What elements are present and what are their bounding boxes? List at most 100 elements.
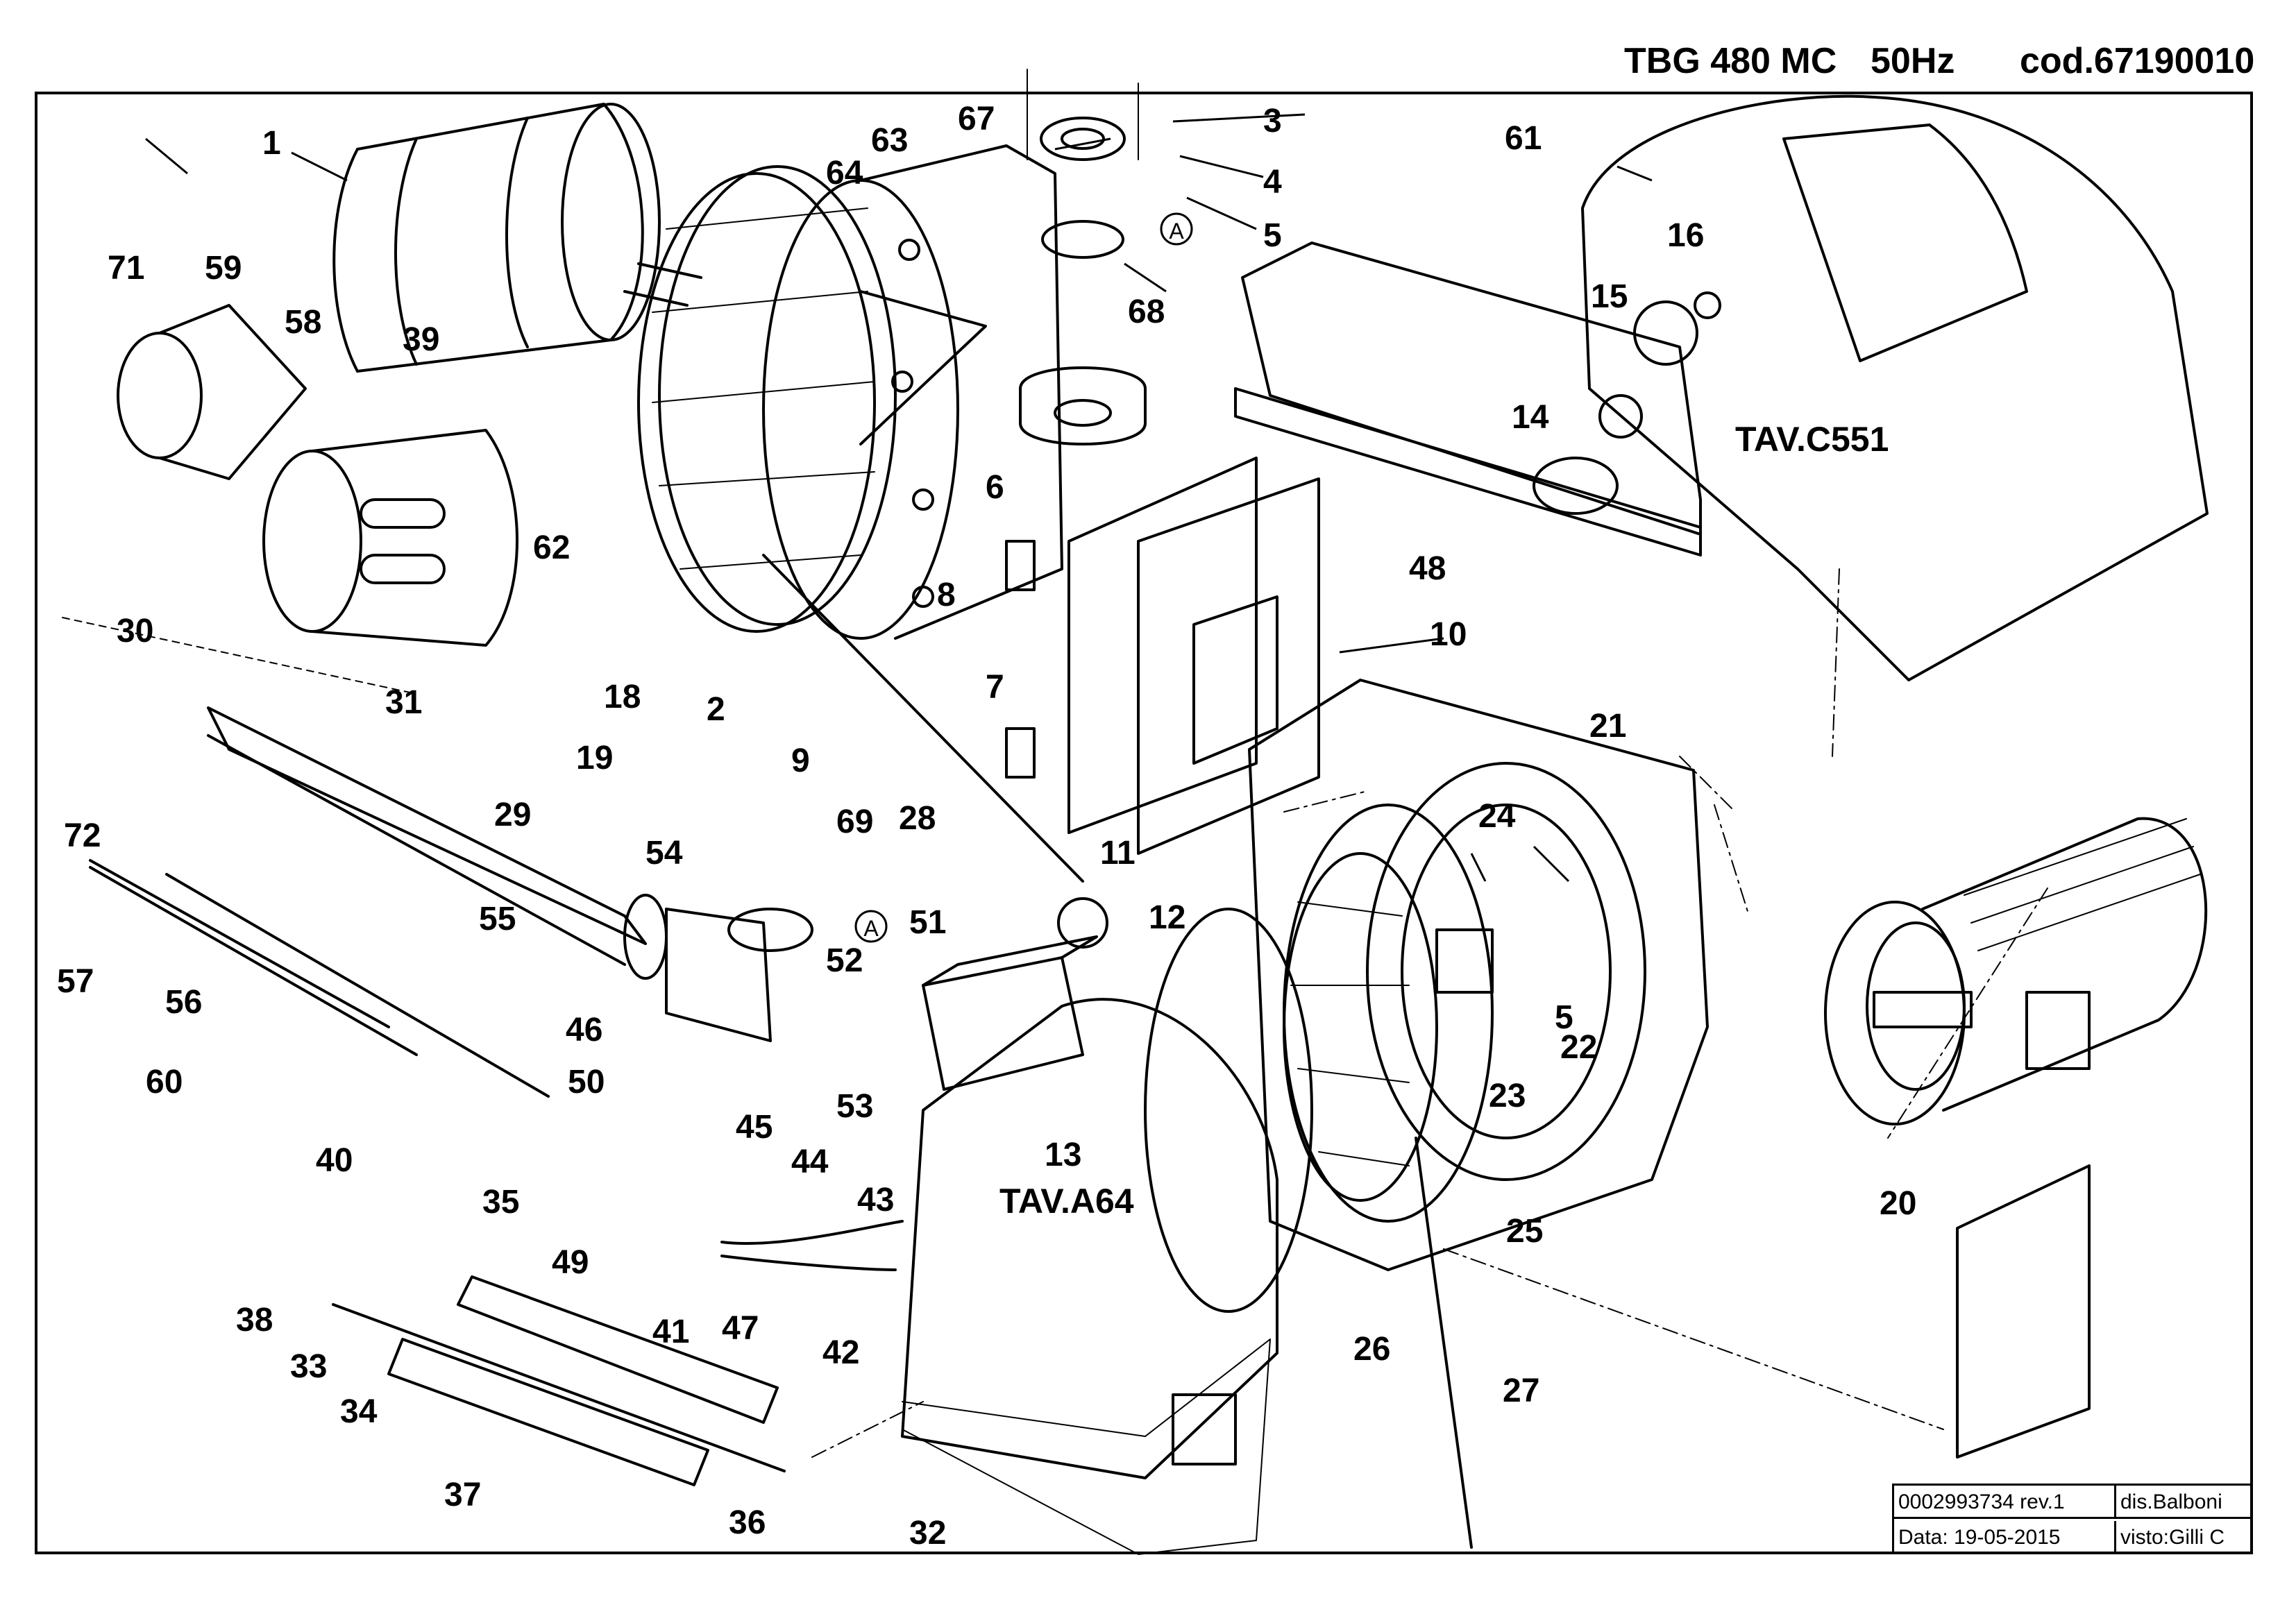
part-number-label: 5 [1555, 999, 1573, 1036]
frequency-label: 50Hz [1871, 41, 1955, 81]
part-number-label: 26 [1353, 1331, 1390, 1368]
drawn-by: dis.Balboni [2116, 1486, 2251, 1519]
part-number-label: 20 [1880, 1185, 1916, 1222]
part-number-label: 61 [1505, 120, 1542, 157]
part-number-label: 7 [986, 669, 1004, 706]
part-number-label: 67 [958, 101, 995, 137]
part-number-label: 45 [736, 1109, 773, 1146]
damper-shaft-part [332, 1275, 786, 1486]
reference-tav-a64: TAV.A64 [999, 1182, 1134, 1221]
drawing-date: Data: 19-05-2015 [1894, 1521, 2116, 1554]
leader-lines [145, 113, 1653, 883]
assembly-lines [62, 568, 2048, 1458]
fan-housing-part [1248, 679, 1709, 1271]
part-number-label: 1 [262, 125, 281, 162]
part-number-label: 6 [986, 469, 1004, 506]
part-number-label: 48 [1409, 550, 1446, 587]
top-box-part [1234, 241, 1702, 556]
part-number-label: 2 [707, 691, 725, 728]
part-number-label: 10 [1430, 616, 1467, 653]
part-number-label: 23 [1489, 1078, 1526, 1114]
part-number-label: 58 [285, 304, 321, 341]
part-number-label: 62 [533, 529, 570, 566]
part-number-label: 63 [871, 122, 908, 159]
part-number-label: 71 [108, 250, 144, 287]
part-number-label: 28 [899, 800, 936, 837]
part-number-label: 11 [1100, 835, 1136, 872]
part-number-label: 57 [57, 963, 94, 1000]
burner-head-tube-part [332, 103, 702, 373]
model-title: TBG 480 MC [1624, 41, 1837, 81]
part-number-label: 68 [1128, 294, 1165, 330]
svg-text:A: A [863, 916, 879, 941]
part-number-label: 59 [205, 250, 242, 287]
part-number-label: 16 [1667, 217, 1704, 254]
part-number-label: 22 [1560, 1029, 1597, 1066]
gas-pipe-part [207, 706, 813, 1042]
part-number-label: 25 [1506, 1213, 1543, 1250]
part-number-label: 69 [836, 804, 873, 840]
part-number-label: 42 [822, 1334, 859, 1371]
detail-marker-a-lower: A [854, 910, 888, 943]
part-number-label: 55 [479, 901, 516, 937]
part-number-label: 50 [568, 1064, 605, 1101]
part-number-label: 24 [1478, 798, 1516, 835]
part-number-label: 43 [857, 1182, 894, 1218]
part-number-label: 37 [444, 1477, 481, 1513]
reference-tav-c551: TAV.C551 [1735, 420, 1889, 459]
part-number-label: 54 [645, 835, 683, 872]
gasket-disc-part [637, 165, 897, 633]
part-number-label: 64 [826, 155, 863, 192]
part-number-label: 5 [1263, 217, 1282, 254]
part-number-label: 31 [385, 684, 422, 721]
part-number-label: 47 [722, 1310, 759, 1347]
part-number-label: 33 [290, 1348, 327, 1385]
part-number-label: 34 [340, 1393, 378, 1430]
servomotor-part [922, 897, 1108, 1091]
flame-disc-part [117, 304, 307, 480]
part-number-label: 38 [236, 1302, 273, 1339]
doc-number: 0002993734 rev.1 [1894, 1486, 2116, 1519]
part-number-label: 30 [117, 613, 153, 649]
part-number-label: 4 [1263, 164, 1282, 201]
ignition-cable-part [720, 1220, 904, 1271]
part-number-label: 39 [403, 321, 439, 358]
motor-bracket-part [1956, 1164, 2091, 1459]
part-number-label: 53 [836, 1088, 873, 1125]
part-number-label: 18 [604, 679, 641, 715]
part-number-label: 12 [1149, 899, 1185, 936]
air-box-part [901, 998, 1278, 1555]
part-number-label: 41 [652, 1314, 689, 1350]
burner-cover-part [1581, 94, 2209, 681]
part-number-label: 3 [1263, 103, 1282, 139]
drawing-frame [35, 92, 2253, 1554]
part-number-label: 72 [64, 817, 101, 854]
code-label: cod.67190010 [2020, 41, 2255, 81]
svg-text:A: A [1169, 219, 1184, 244]
drawing-header: TBG 480 MC 50Hz cod.67190010 [0, 40, 2296, 89]
fan-wheel-part [1283, 804, 1494, 1223]
part-number-label: 14 [1512, 399, 1549, 436]
part-number-label: 51 [909, 904, 946, 941]
part-number-label: 52 [826, 942, 863, 979]
part-number-label: 32 [909, 1515, 946, 1552]
electrode-part [89, 859, 550, 1098]
part-number-label: 35 [482, 1184, 519, 1221]
part-number-label: 8 [937, 577, 956, 613]
part-number-label: 49 [552, 1244, 589, 1281]
part-number-label: 13 [1045, 1137, 1081, 1173]
title-block: 0002993734 rev.1 dis.Balboni Data: 19-05… [1892, 1484, 2253, 1554]
part-number-label: 27 [1503, 1373, 1539, 1409]
checked-by: visto:Gilli C [2120, 1526, 2225, 1549]
detail-marker-a-upper: A [1160, 212, 1193, 246]
part-number-label: 15 [1591, 278, 1628, 315]
air-intake-part [1144, 908, 1313, 1313]
rod-part [762, 554, 1473, 1549]
part-number-label: 21 [1589, 708, 1626, 745]
part-number-label: 29 [494, 797, 531, 833]
part-number-label: 40 [316, 1142, 353, 1179]
electric-motor-part [1824, 817, 2208, 1125]
part-number-label: 44 [791, 1144, 829, 1180]
part-number-label: 46 [566, 1012, 602, 1048]
